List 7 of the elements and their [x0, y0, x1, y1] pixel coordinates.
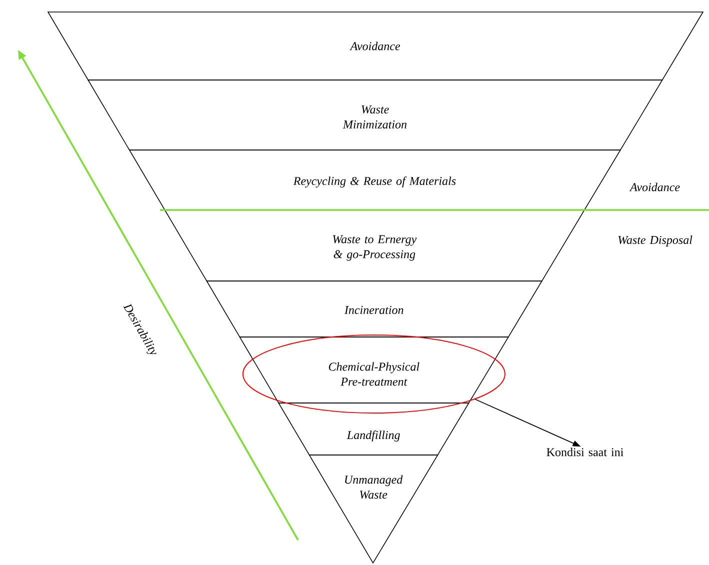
pyramid-band: Waste to Ernergy & go-Processing: [164, 210, 586, 282]
pyramid-band: Incineration: [206, 280, 543, 338]
note-text: Kondisi saat ini: [546, 448, 624, 456]
side-label: Avoidance: [629, 182, 680, 192]
highlight-ellipse: [242, 334, 506, 414]
side-label: Waste Disposal: [618, 236, 692, 246]
pyramid-band: Chemical-Physical Pre-treatment: [239, 336, 510, 404]
